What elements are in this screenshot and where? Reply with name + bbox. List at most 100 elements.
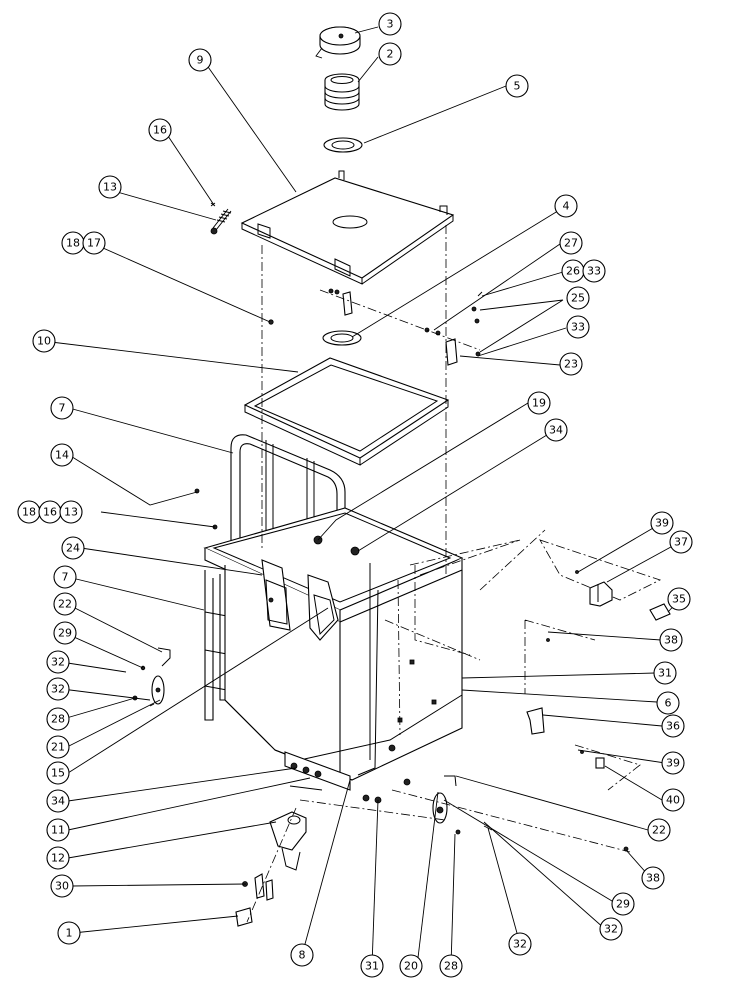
svg-text:39: 39	[655, 517, 669, 530]
part-hinge-assembly-left	[132, 647, 171, 707]
svg-text:30: 30	[55, 880, 69, 893]
callout-32-left-2: 32	[46, 677, 70, 701]
svg-text:14: 14	[55, 449, 69, 462]
callout-7-lower: 7	[53, 565, 77, 589]
part-small-fittings	[235, 873, 274, 927]
svg-text:40: 40	[666, 794, 680, 807]
svg-text:11: 11	[51, 824, 65, 837]
callout-40: 40	[661, 788, 685, 812]
part-bracket-36	[526, 707, 545, 735]
svg-text:32: 32	[51, 656, 65, 669]
part-tray	[243, 357, 450, 466]
callout-31-bottom: 31	[360, 954, 384, 978]
part-spring-pin-upper	[210, 202, 274, 325]
svg-text:19: 19	[532, 397, 546, 410]
svg-text:34: 34	[549, 424, 563, 437]
svg-text:16: 16	[153, 124, 167, 137]
part-side-ladder	[204, 570, 228, 721]
svg-text:37: 37	[674, 536, 688, 549]
svg-text:22: 22	[58, 598, 72, 611]
callout-7-upper: 7	[50, 396, 74, 420]
svg-text:21: 21	[51, 741, 65, 754]
callout-25: 25	[566, 286, 590, 310]
callout-32-right-1: 32	[508, 932, 532, 956]
svg-text:38: 38	[646, 872, 660, 885]
callout-5: 5	[505, 74, 529, 98]
callout-23: 23	[559, 352, 583, 376]
svg-text:4: 4	[563, 200, 570, 213]
svg-text:23: 23	[564, 358, 578, 371]
svg-text:33: 33	[571, 321, 585, 334]
svg-text:29: 29	[616, 898, 630, 911]
svg-text:17: 17	[87, 237, 101, 250]
part-gasket-lower	[322, 330, 362, 346]
callout-24: 24	[61, 536, 85, 560]
callouts: 3 2 5 9 16 13 18 17 4 27 26 33 25 33 23 …	[17, 12, 693, 978]
callout-9: 9	[188, 48, 212, 72]
part-bin-body	[203, 507, 464, 781]
svg-text:6: 6	[665, 697, 672, 710]
svg-text:32: 32	[604, 923, 618, 936]
svg-text:33: 33	[587, 265, 601, 278]
callout-37: 37	[669, 530, 693, 554]
svg-text:3: 3	[387, 18, 394, 31]
part-hinge-assembly-right	[432, 775, 493, 835]
svg-text:8: 8	[299, 949, 306, 962]
part-bottom-trough	[284, 751, 382, 804]
svg-text:32: 32	[513, 938, 527, 951]
callout-13-lower: 13	[59, 500, 83, 524]
callout-13-upper: 13	[98, 175, 122, 199]
callout-34-upper: 34	[544, 418, 568, 442]
callout-22-left: 22	[53, 592, 77, 616]
callout-39-lower: 39	[661, 751, 685, 775]
callout-34-lower: 34	[46, 789, 70, 813]
svg-text:15: 15	[51, 767, 65, 780]
callout-12: 12	[46, 846, 70, 870]
callout-39-upper: 39	[650, 511, 674, 535]
svg-text:29: 29	[58, 627, 72, 640]
callout-31-right: 31	[653, 661, 677, 685]
svg-text:28: 28	[51, 713, 65, 726]
part-threaded-collar	[324, 73, 360, 111]
svg-text:7: 7	[62, 571, 69, 584]
callout-26: 26	[561, 259, 585, 283]
callout-38-lower: 38	[641, 866, 665, 890]
part-gate-housing	[269, 811, 307, 871]
svg-text:24: 24	[66, 542, 80, 555]
callout-16-upper: 16	[148, 118, 172, 142]
callout-22-right: 22	[647, 818, 671, 842]
svg-text:28: 28	[444, 960, 458, 973]
svg-text:10: 10	[37, 335, 51, 348]
svg-text:22: 22	[652, 824, 666, 837]
part-clip-37	[589, 581, 613, 607]
part-cap	[315, 26, 361, 59]
svg-text:32: 32	[51, 683, 65, 696]
callout-17: 17	[82, 231, 106, 255]
callout-4: 4	[554, 194, 578, 218]
callout-32-right-2: 32	[599, 917, 623, 941]
svg-text:13: 13	[103, 181, 117, 194]
svg-text:26: 26	[566, 265, 580, 278]
callout-11: 11	[46, 818, 70, 842]
callout-14: 14	[50, 443, 74, 467]
part-plug-35	[649, 603, 671, 621]
svg-text:34: 34	[51, 795, 65, 808]
callout-10: 10	[32, 329, 56, 353]
part-latch-left	[261, 559, 291, 631]
svg-text:20: 20	[404, 960, 418, 973]
svg-text:9: 9	[197, 54, 204, 67]
svg-text:18: 18	[66, 237, 80, 250]
svg-text:7: 7	[59, 402, 66, 415]
svg-text:13: 13	[64, 506, 78, 519]
callout-18-lower: 18	[17, 500, 41, 524]
callout-36: 36	[661, 714, 685, 738]
callout-6: 6	[656, 691, 680, 715]
svg-text:35: 35	[672, 593, 686, 606]
callout-19: 19	[527, 391, 551, 415]
svg-text:18: 18	[22, 506, 36, 519]
callout-8: 8	[290, 943, 314, 967]
svg-text:16: 16	[43, 506, 57, 519]
svg-text:12: 12	[51, 852, 65, 865]
callout-33-lower: 33	[566, 315, 590, 339]
